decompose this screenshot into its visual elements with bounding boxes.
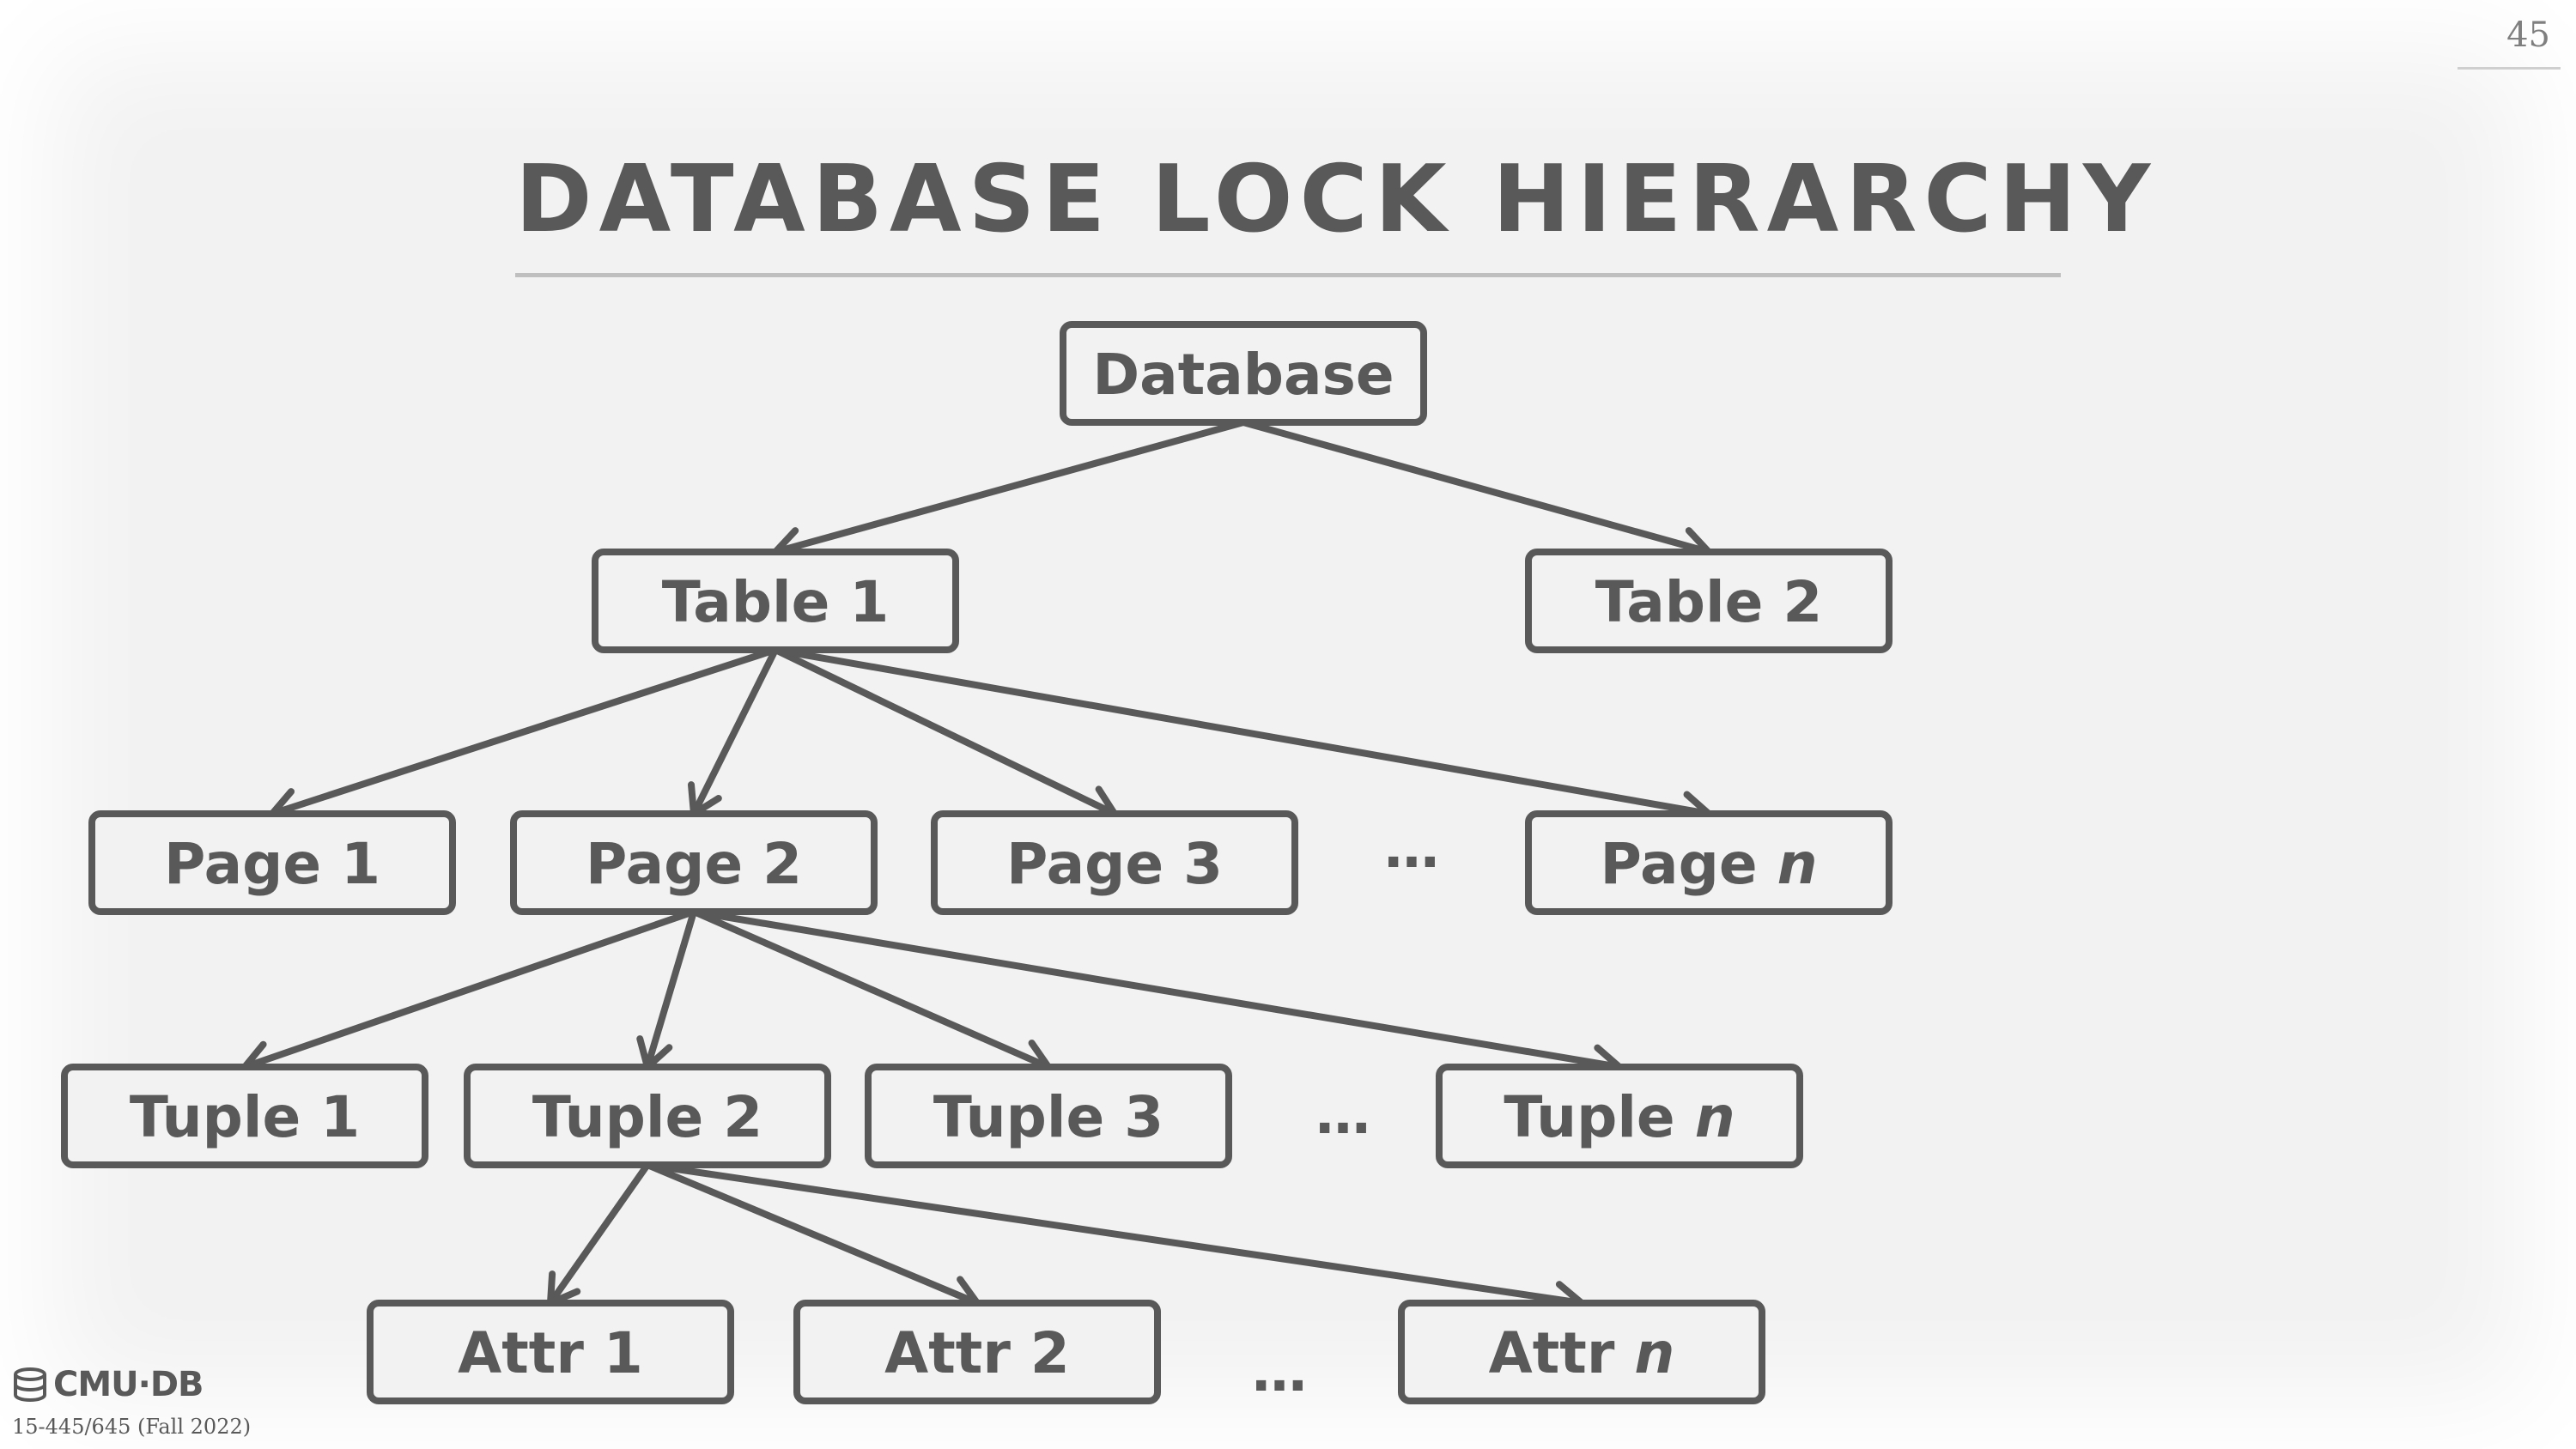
node-label-text: Database [1092, 342, 1394, 408]
node-label: Tuple 3 [933, 1084, 1163, 1150]
edge-line [774, 646, 1116, 817]
node-box [61, 1064, 428, 1168]
node-attr-2: Attr 2 [793, 1300, 1161, 1404]
node-tuple-1: Tuple 1 [61, 1064, 428, 1168]
node-label-text: Tuple 1 [130, 1084, 360, 1150]
node-page-1: Page 1 [88, 810, 456, 915]
node-label-text: Page 2 [586, 831, 802, 897]
node-label-text: Attr 2 [884, 1320, 1070, 1386]
logo-text: CMU·DB [53, 1365, 204, 1404]
edge-line [243, 908, 696, 1070]
node-box [367, 1300, 734, 1404]
edge-table-1-to-page-n [775, 646, 1712, 828]
node-label-text: Page [1600, 831, 1777, 897]
slide-number-rule [2458, 67, 2561, 70]
node-box [793, 1300, 1161, 1404]
node-table-1: Table 1 [592, 549, 959, 653]
node-label: Attr n [1489, 1320, 1675, 1386]
node-label-text: Tuple [1504, 1084, 1694, 1150]
node-database: Database [1060, 321, 1427, 426]
edge-line [775, 646, 1710, 817]
edge-line [690, 648, 779, 815]
node-label: Tuple 1 [130, 1084, 360, 1150]
node-box [1525, 549, 1893, 653]
ellipsis-pages: … [1384, 817, 1439, 881]
edge-table-1-to-page-3 [774, 646, 1118, 821]
node-label-text: Page 3 [1006, 831, 1223, 897]
node-label: Page 1 [164, 831, 380, 897]
node-label: Tuple n [1504, 1084, 1735, 1150]
edge-database-to-table-2 [1242, 419, 1712, 564]
edge-page-2-to-tuple-n [693, 908, 1623, 1082]
edge-line [774, 419, 1245, 555]
node-label-text: Tuple 2 [532, 1084, 762, 1150]
node-label: Attr 1 [458, 1320, 643, 1386]
node-tuple-2: Tuple 2 [464, 1064, 831, 1168]
node-label-italic: n [1634, 1320, 1674, 1386]
node-label-text: Attr 1 [458, 1320, 643, 1386]
ellipsis-attrs: … [1252, 1341, 1307, 1404]
node-box [1436, 1064, 1803, 1168]
database-stack-icon [14, 1367, 46, 1402]
node-box [931, 810, 1298, 915]
node-label: Page n [1600, 831, 1817, 897]
title-divider [515, 273, 2061, 277]
node-label: Database [1092, 342, 1394, 408]
node-label-italic: n [1695, 1084, 1735, 1150]
node-attr-1: Attr 1 [367, 1300, 734, 1404]
node-label-text: Tuple 3 [933, 1084, 1163, 1150]
node-box [1060, 321, 1427, 426]
node-page-3: Page 3 [931, 810, 1298, 915]
node-page-n: Page n [1525, 810, 1893, 915]
node-box [510, 810, 878, 915]
node-label: Attr 2 [884, 1320, 1070, 1386]
node-label: Page 3 [1006, 831, 1223, 897]
node-box [592, 549, 959, 653]
node-label-text: Table 1 [662, 569, 890, 635]
edge-line [1242, 419, 1710, 555]
node-label: Page 2 [586, 831, 802, 897]
node-box [1525, 810, 1893, 915]
edge-page-2-to-tuple-1 [241, 908, 696, 1077]
edge-line [644, 910, 697, 1069]
node-tuple-n: Tuple n [1436, 1064, 1803, 1168]
edge-line [270, 646, 777, 817]
slide-title: DATABASE LOCK HIERARCHY [515, 146, 2158, 253]
edge-page-2-to-tuple-2 [636, 910, 697, 1070]
node-tuple-3: Tuple 3 [865, 1064, 1232, 1168]
node-label: Table 2 [1595, 569, 1823, 635]
edge-line [647, 1161, 1583, 1307]
edge-line [547, 1162, 651, 1306]
node-box [88, 810, 456, 915]
node-box [1398, 1300, 1765, 1404]
node-box [464, 1064, 831, 1168]
node-page-2: Page 2 [510, 810, 878, 915]
edge-line [646, 1161, 979, 1307]
node-box [865, 1064, 1232, 1168]
node-table-2: Table 2 [1525, 549, 1893, 653]
node-label: Tuple 2 [532, 1084, 762, 1150]
edge-line [693, 908, 1620, 1070]
edge-database-to-table-1 [772, 419, 1245, 564]
node-label-italic: n [1777, 831, 1818, 897]
edge-line [692, 908, 1050, 1070]
edge-tuple-2-to-attr-n [647, 1161, 1585, 1319]
ellipsis-tuples: … [1315, 1083, 1370, 1147]
edge-page-2-to-tuple-3 [692, 908, 1052, 1075]
node-label-text: Attr [1489, 1320, 1635, 1386]
slide-number: 45 [2506, 15, 2550, 55]
node-label: Table 1 [662, 569, 890, 635]
node-label-text: Table 2 [1595, 569, 1823, 635]
node-label-text: Page 1 [164, 831, 380, 897]
course-label: 15-445/645 (Fall 2022) [12, 1415, 252, 1439]
edge-tuple-2-to-attr-1 [547, 1162, 651, 1307]
node-attr-n: Attr n [1398, 1300, 1765, 1404]
cmu-db-logo: CMU·DB [12, 1365, 204, 1404]
